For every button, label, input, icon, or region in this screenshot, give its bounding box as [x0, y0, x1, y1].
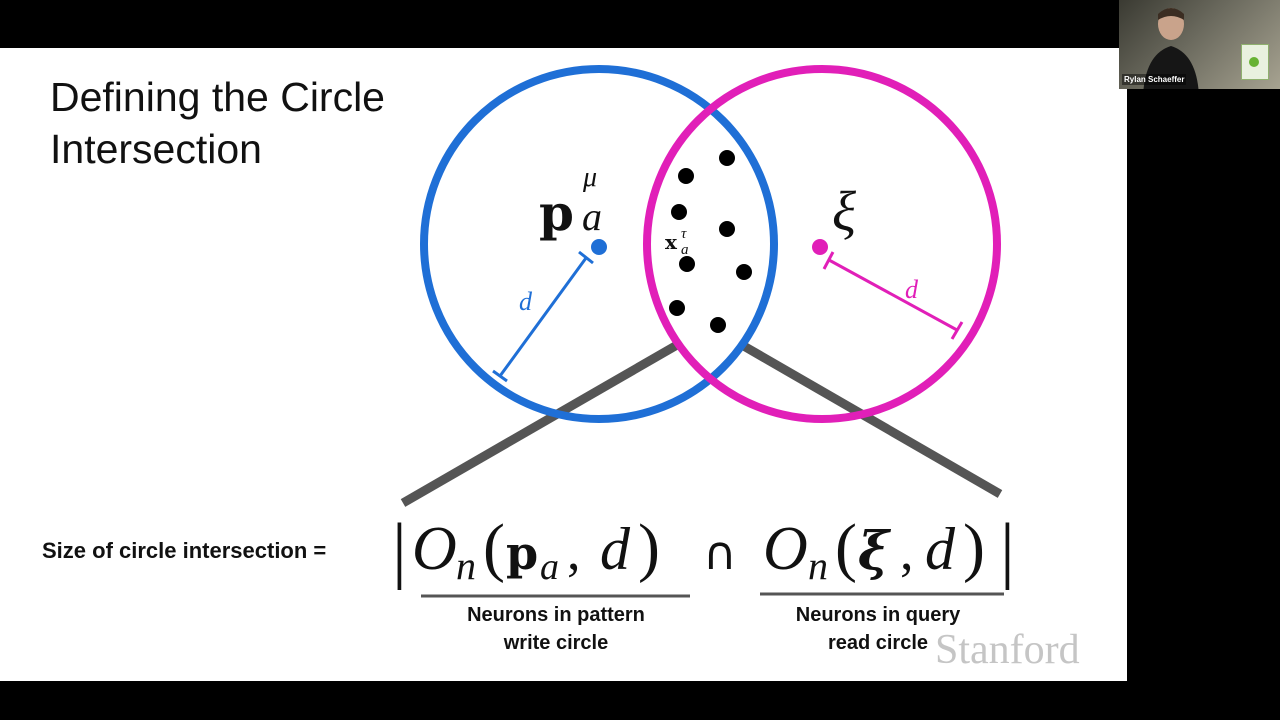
pattern-symbol: p	[539, 183, 574, 242]
neuron-point-superscript: τ	[681, 226, 687, 242]
webcam-thumbnail[interactable]: Rylan Schaeffer	[1119, 0, 1280, 89]
neuron-point-symbol: x	[665, 230, 678, 254]
formula-paren-open2: (	[835, 511, 857, 584]
neuron-point-subscript: a	[681, 242, 689, 258]
formula-arg1-symbol: p	[506, 526, 538, 580]
pattern-subscript: a	[582, 194, 602, 239]
intersection-neuron-dots	[669, 150, 752, 333]
pattern-center-point	[591, 239, 607, 255]
neuron-dot	[736, 264, 752, 280]
formula-paren-close2: )	[963, 511, 985, 584]
formula-arg2-symbol: ξ	[858, 521, 892, 582]
formula-o2: O	[763, 515, 808, 583]
formula-paren-open1: (	[483, 511, 505, 584]
neuron-dot	[710, 317, 726, 333]
pattern-superscript: μ	[582, 162, 597, 193]
caption-right-line2: read circle	[827, 632, 929, 654]
equation-label: Size of circle intersection =	[42, 538, 327, 563]
formula-arg2-d: d	[925, 516, 956, 582]
left-radius-line	[498, 257, 588, 377]
pattern-write-circle	[420, 65, 778, 423]
left-radius-cap-top	[578, 250, 594, 265]
query-center-point	[812, 239, 828, 255]
intersection-formula: | O n ( p a , d ) ∩ O n ( ξ , d ) |	[392, 509, 1015, 591]
connector-line-right	[739, 341, 1003, 498]
right-radius-label: d	[905, 275, 919, 304]
venn-diagram: d d p μ a ξ x τ a | O n ( p a , d ) ∩ O …	[392, 65, 1015, 598]
webcam-name-label: Rylan Schaeffer	[1122, 74, 1187, 85]
pattern-label: p	[539, 183, 574, 242]
neuron-dot	[679, 256, 695, 272]
formula-n1: n	[456, 543, 476, 588]
formula-paren-close1: )	[638, 511, 660, 584]
formula-n2: n	[808, 543, 828, 588]
neuron-dot	[719, 150, 735, 166]
right-radius-line	[828, 258, 958, 332]
right-radius-cap-right	[950, 321, 964, 340]
formula-comma1: ,	[567, 521, 581, 581]
query-label: ξ	[832, 181, 856, 243]
formula-arg1-d: d	[600, 516, 631, 582]
caption-right-line1: Neurons in query	[795, 604, 961, 626]
neuron-dot	[678, 168, 694, 184]
caption-left-line2: write circle	[503, 632, 609, 654]
neuron-dot	[669, 300, 685, 316]
left-radius-cap-bottom	[492, 369, 508, 383]
neuron-dot	[719, 221, 735, 237]
right-radius-cap-left	[822, 251, 835, 270]
connector-line-left	[400, 341, 680, 507]
caption-query-read-circle: Neurons in query read circle	[758, 601, 998, 657]
formula-arg1-subscript: a	[540, 546, 559, 588]
wall-poster	[1241, 44, 1269, 80]
formula-open-bar: |	[392, 509, 407, 591]
left-radius-label: d	[519, 287, 533, 316]
slide: Defining the Circle Intersection d	[0, 48, 1127, 681]
formula-intersect: ∩	[703, 526, 737, 580]
stanford-watermark: Stanford	[935, 627, 1080, 673]
formula-close-bar: |	[1000, 509, 1015, 591]
presenter-avatar	[1143, 8, 1199, 89]
slide-title: Defining the Circle Intersection	[50, 74, 385, 172]
formula-comma2: ,	[900, 521, 914, 581]
formula-o1: O	[412, 515, 457, 583]
caption-left-line1: Neurons in pattern	[467, 604, 645, 626]
caption-pattern-write-circle: Neurons in pattern write circle	[436, 601, 676, 657]
query-read-circle	[643, 65, 1001, 423]
neuron-dot	[671, 204, 687, 220]
